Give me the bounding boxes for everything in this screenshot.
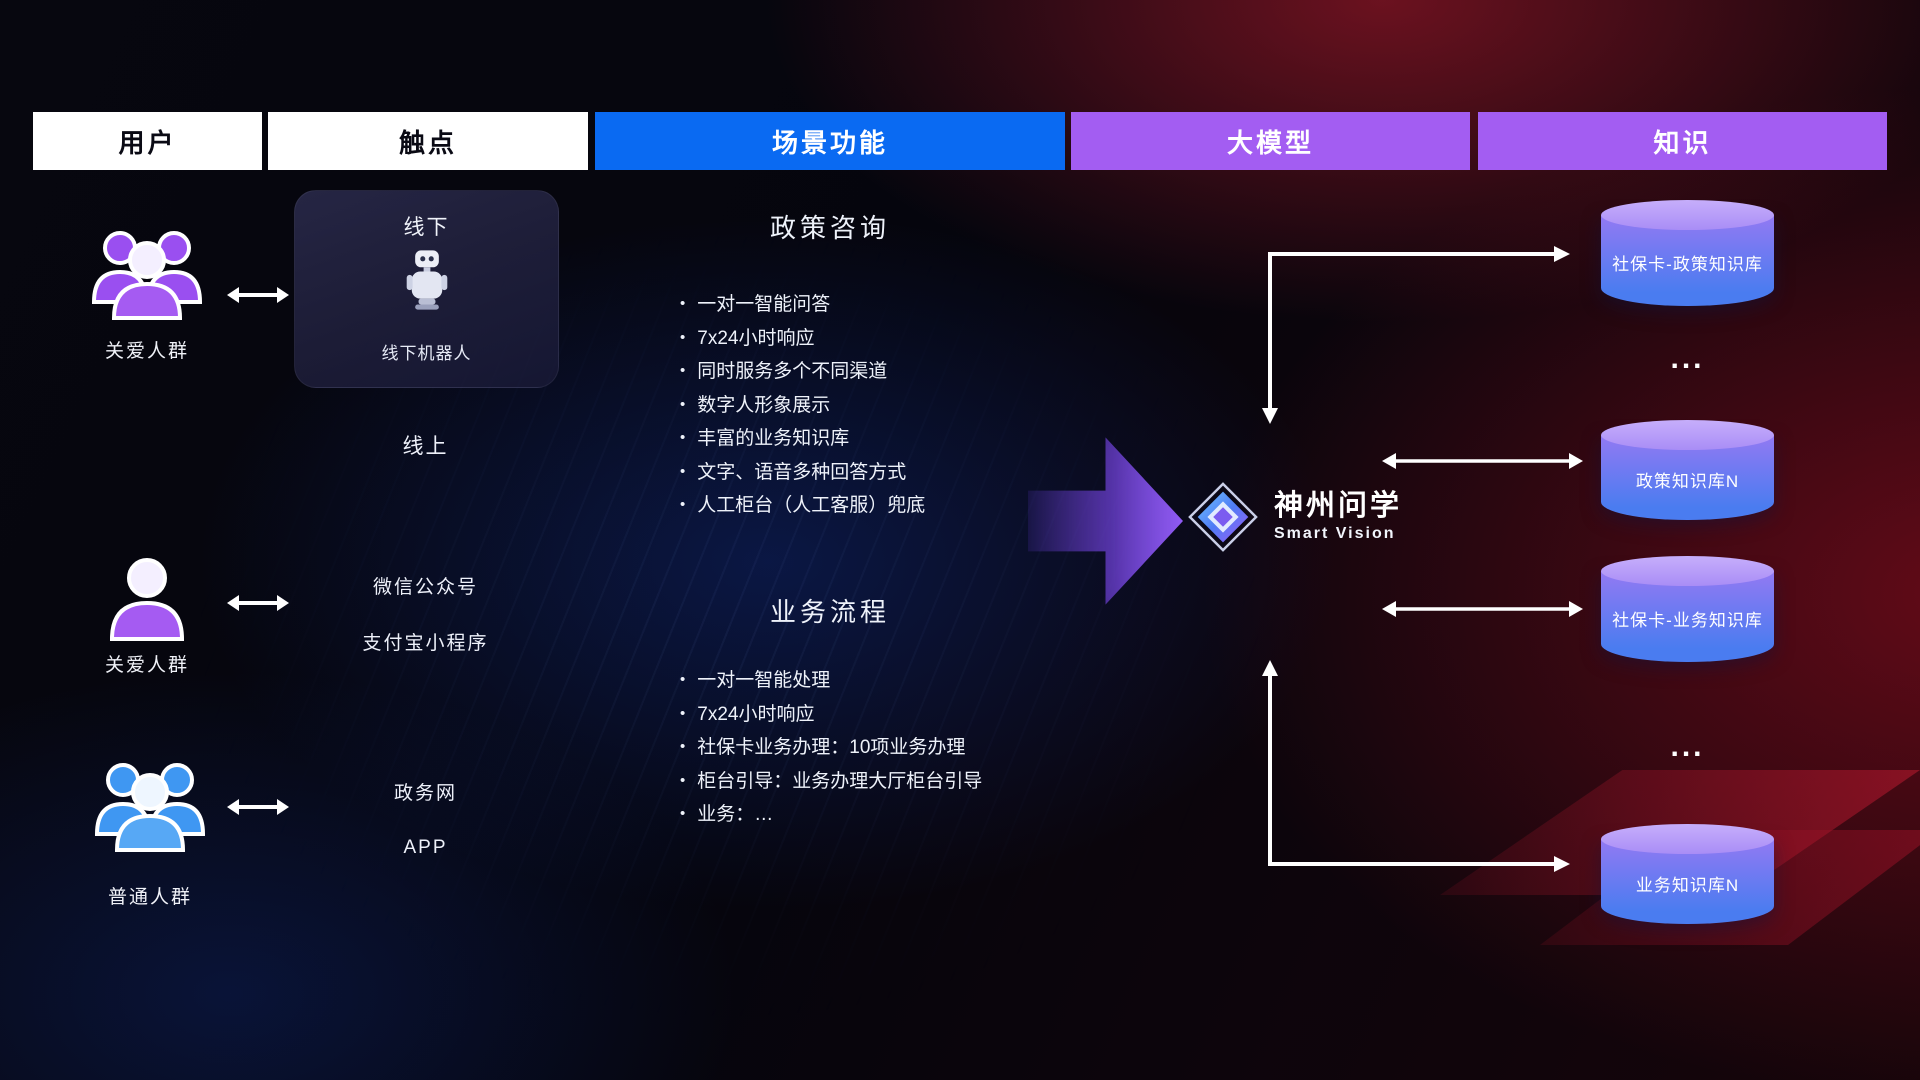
header-knowledge: 知识 [1478, 112, 1887, 170]
brand-name: 神州问学 [1274, 490, 1403, 522]
policy-bullet-list: 一对一智能问答 7x24小时响应 同时服务多个不同渠道 数字人形象展示 丰富的业… [680, 289, 925, 524]
cylinder-body [1601, 571, 1774, 662]
bidirectional-arrow-icon [227, 595, 289, 611]
brand-text: 神州问学 Smart Vision [1274, 489, 1402, 545]
kb-double-arrow-1 [1382, 453, 1583, 469]
people-group-icon [91, 231, 203, 320]
cylinder-body [1601, 215, 1774, 306]
knowledge-db-policy-n: 政策知识库N [1601, 420, 1774, 520]
people-group-icon [94, 763, 206, 852]
person-icon [109, 558, 185, 641]
bullet-item: 一对一智能问答 [680, 289, 925, 323]
knowledge-db-business-n: 业务知识库N [1601, 824, 1774, 924]
offline-robot-card: 线下 线下机器人 [294, 190, 559, 388]
bidirectional-arrow-icon [227, 799, 289, 815]
scenario-title-business: 业务流程 [769, 597, 890, 627]
channel-wechat: 微信公众号 [372, 577, 478, 598]
user-care-group-1 [82, 220, 212, 330]
knowledge-db-socialcard-business: 社保卡-业务知识库 [1601, 556, 1774, 662]
kb-double-arrow-2 [1382, 601, 1583, 617]
bullet-item: 柜台引导：业务办理大厅柜台引导 [680, 766, 982, 800]
header-users: 用户 [33, 112, 262, 170]
offline-caption: 线下机器人 [381, 344, 472, 363]
elbow-arrow-top [1262, 246, 1570, 424]
cylinder-top [1601, 556, 1774, 586]
bullet-item: 7x24小时响应 [680, 699, 982, 733]
header-large-model: 大模型 [1071, 112, 1470, 170]
bullet-item: 数字人形象展示 [680, 390, 925, 424]
header-scenario-functions: 场景功能 [595, 112, 1065, 170]
bullet-item: 7x24小时响应 [680, 323, 925, 357]
brand-subtitle: Smart Vision [1274, 525, 1396, 542]
bullet-item: 一对一智能处理 [680, 665, 982, 699]
offline-title: 线下 [403, 216, 450, 239]
user-label: 普通人群 [107, 887, 192, 908]
knowledge-db-label: 社保卡-业务知识库 [1612, 610, 1763, 630]
user-ordinary-group [85, 752, 215, 862]
bullet-item: 丰富的业务知识库 [680, 423, 925, 457]
knowledge-db-label: 业务知识库N [1635, 875, 1740, 895]
knowledge-db-label: 政策知识库N [1635, 471, 1740, 491]
channel-app: APP [403, 837, 448, 858]
diamond-logo-icon [1188, 482, 1258, 552]
business-bullet-list: 一对一智能处理 7x24小时响应 社保卡业务办理：10项业务办理 柜台引导：业务… [680, 665, 982, 833]
elbow-arrow-bottom [1262, 660, 1570, 872]
channel-alipay: 支付宝小程序 [362, 633, 489, 654]
channel-gov-web: 政务网 [393, 783, 457, 804]
cylinder-top [1601, 824, 1774, 854]
ellipsis-more: ... [1670, 730, 1705, 763]
bullet-item: 社保卡业务办理：10项业务办理 [680, 732, 982, 766]
scenario-title-policy: 政策咨询 [769, 213, 890, 243]
knowledge-db-label: 社保卡-政策知识库 [1612, 254, 1763, 274]
bullet-item: 文字、语音多种回答方式 [680, 457, 925, 491]
cylinder-top [1601, 420, 1774, 450]
user-label: 关爱人群 [104, 341, 189, 362]
robot-icon [295, 247, 558, 313]
brand-logo: 神州问学 Smart Vision [1186, 480, 1402, 554]
ellipsis-more: ... [1670, 342, 1705, 375]
user-label: 关爱人群 [104, 655, 189, 676]
user-care-group-2 [104, 551, 190, 648]
bullet-item: 业务：… [680, 799, 982, 833]
bullet-item: 人工柜台（人工客服）兜底 [680, 490, 925, 524]
bullet-item: 同时服务多个不同渠道 [680, 356, 925, 390]
online-label: 线上 [402, 435, 449, 458]
header-touchpoints: 触点 [268, 112, 588, 170]
knowledge-db-socialcard-policy: 社保卡-政策知识库 [1601, 200, 1774, 306]
cylinder-top [1601, 200, 1774, 230]
bidirectional-arrow-icon [227, 287, 289, 303]
